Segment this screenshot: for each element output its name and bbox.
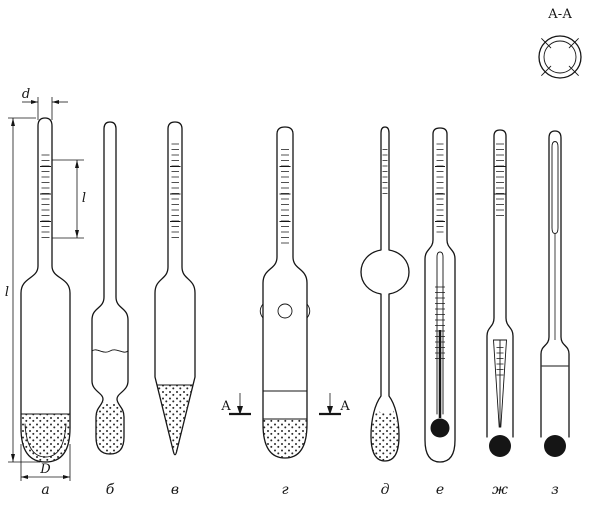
- ballast-shot: [371, 410, 399, 461]
- dimension-d-label: d: [22, 87, 30, 102]
- liquid-level-wave: [91, 349, 129, 353]
- thermometer-bulb: [430, 418, 450, 438]
- arrowhead: [31, 100, 38, 104]
- stem-scale-major-ticks: [435, 144, 445, 232]
- inner-capillary-loop: [551, 141, 559, 234]
- inner-spindle-ticks: [496, 346, 504, 380]
- hydrometer-d: [360, 126, 410, 462]
- ballast-ball: [489, 435, 511, 457]
- dimension-l-total-label: l: [5, 285, 9, 300]
- dimension-scale-length: l: [52, 159, 86, 239]
- dimension-body-diameter: D: [20, 444, 71, 481]
- caption-e: е: [436, 482, 444, 498]
- section-hatch-tick: [568, 65, 579, 76]
- section-arrowhead: [327, 406, 333, 415]
- arrowhead: [11, 118, 15, 126]
- arrowhead: [11, 454, 15, 462]
- dimension-stem-diameter: d: [22, 87, 68, 120]
- arrowhead: [52, 100, 59, 104]
- hydrometer-b: [91, 121, 129, 455]
- hydrometer-v: [154, 121, 196, 456]
- arrowhead: [63, 475, 70, 479]
- ballast-ball: [544, 435, 566, 457]
- ballast-shot: [21, 414, 70, 462]
- section-hatch-tick: [568, 38, 579, 49]
- hydrometer-v-outline: [154, 121, 196, 456]
- arrowhead: [75, 160, 79, 168]
- caption-g: г: [281, 482, 288, 498]
- caption-v: в: [171, 482, 179, 498]
- caption-row: а б в г д е ж з: [41, 482, 559, 498]
- hydrometer-z-outline: [540, 130, 570, 438]
- section-hatch-tick: [541, 65, 552, 76]
- caption-a: а: [41, 482, 49, 498]
- vent-hole: [277, 303, 293, 319]
- hydrometer-g: А А: [221, 126, 350, 459]
- stem-scale-major-ticks: [494, 144, 506, 218]
- hydrometer-a: d l l D: [5, 87, 86, 481]
- dimension-l-scale-label: l: [82, 191, 86, 206]
- caption-d: д: [381, 482, 390, 498]
- hydrometer-b-outline: [91, 121, 129, 455]
- caption-zh: ж: [492, 482, 508, 498]
- section-arrow-left-label: А: [221, 399, 231, 414]
- stem-scale-major-ticks: [170, 144, 181, 236]
- side-lug-right: [306, 303, 311, 319]
- hydrometer-e: [424, 127, 456, 463]
- hydrometer-e-outline: [424, 127, 456, 463]
- dimension-total-length: l: [5, 117, 40, 463]
- ballast-shot: [96, 402, 124, 454]
- arrowhead: [21, 475, 28, 479]
- stem-scale-major-ticks: [40, 152, 51, 242]
- section-cut-left: А: [221, 393, 251, 416]
- section-view-label: А-А: [548, 7, 572, 22]
- hydrometer-zh-outline: [486, 129, 514, 438]
- hydrometer-zh: [486, 129, 514, 457]
- stem-scale-major-ticks: [279, 148, 291, 242]
- caption-z: з: [551, 482, 559, 498]
- ballast-shot: [157, 385, 193, 455]
- section-inner-circle: [543, 40, 577, 74]
- section-cut-right: А: [319, 393, 350, 416]
- section-view-a-a: А-А: [538, 7, 582, 79]
- section-hatch-tick: [541, 38, 552, 49]
- caption-b: б: [106, 482, 115, 498]
- arrowhead: [75, 230, 79, 238]
- side-lug-left: [259, 303, 264, 319]
- inner-spindle: [493, 339, 507, 428]
- inner-thermometer-tube: [436, 251, 444, 415]
- stem-scale-ticks: [382, 147, 388, 195]
- ballast-shot: [263, 419, 307, 458]
- hydrometer-z: [540, 130, 570, 457]
- section-outer-circle: [538, 35, 582, 79]
- inner-bottom-wall: [24, 423, 67, 458]
- section-arrowhead: [237, 406, 243, 415]
- section-arrow-right-label: А: [340, 399, 350, 414]
- dimension-D-label: D: [39, 462, 51, 477]
- thermometer-scale-ticks: [435, 286, 445, 362]
